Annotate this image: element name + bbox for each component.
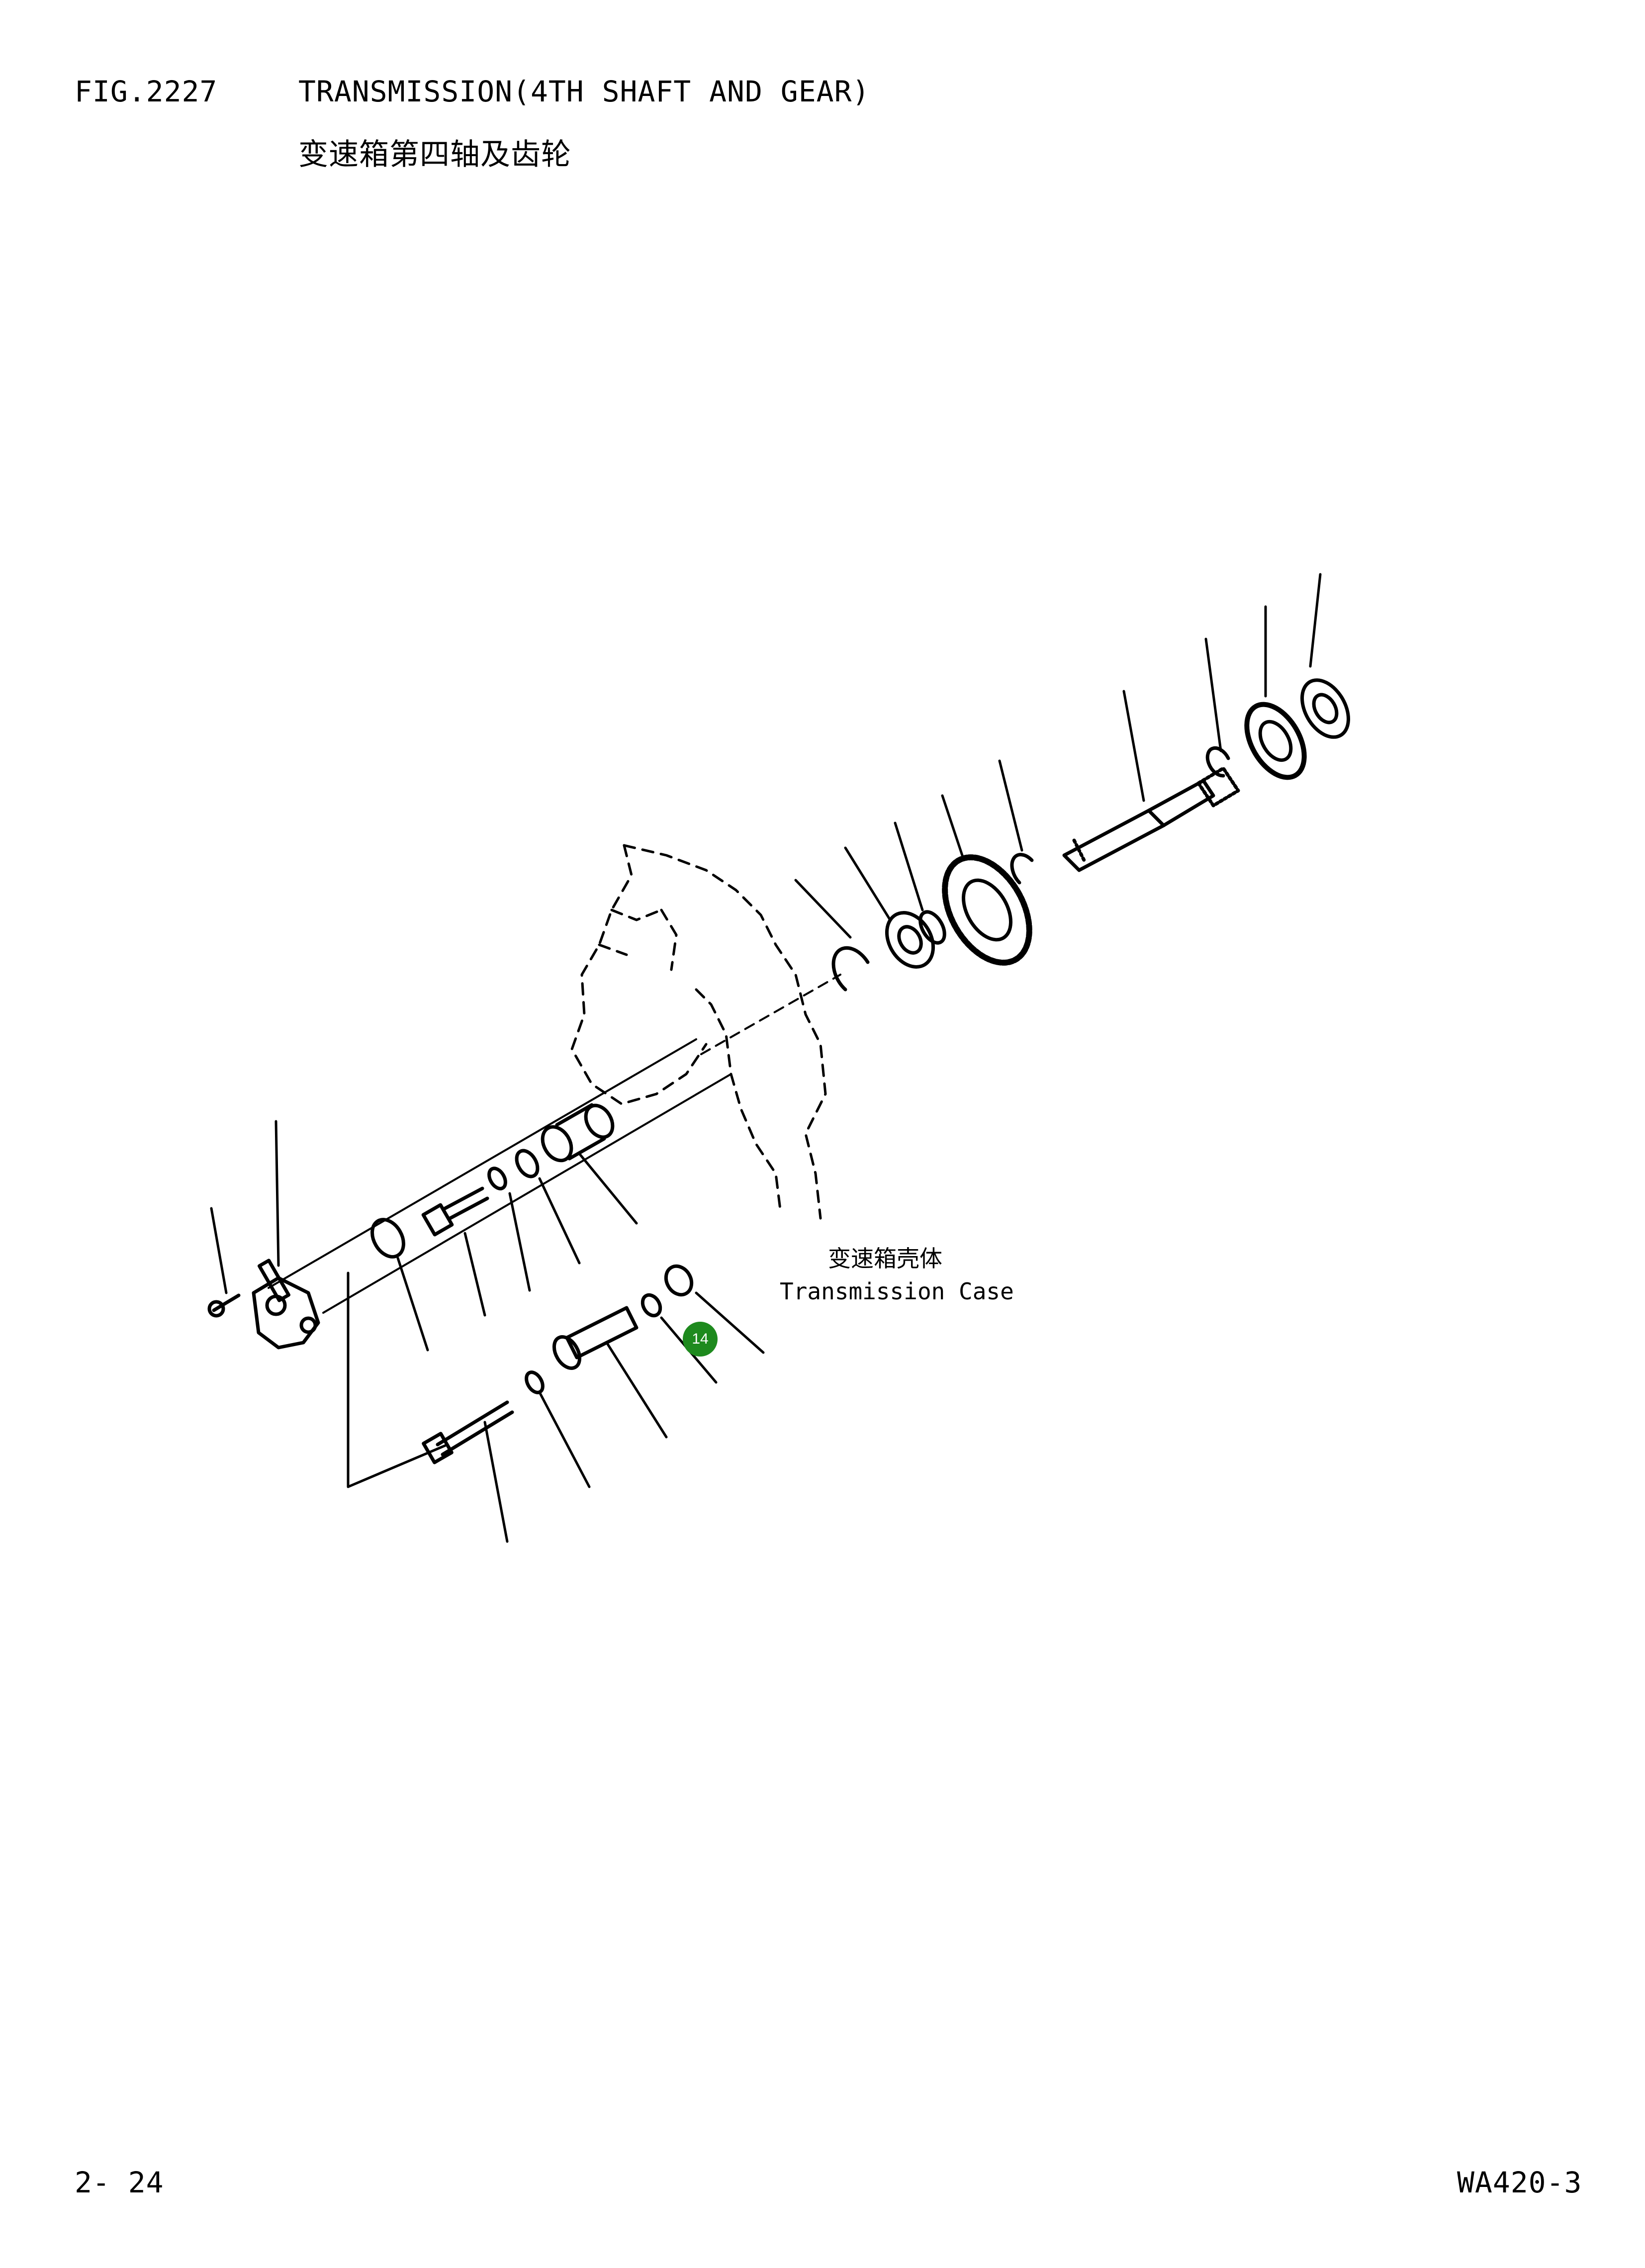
- gear-upper: [1244, 702, 1307, 780]
- end-cover: [252, 1259, 320, 1350]
- page-number: 2- 24: [75, 2166, 164, 2199]
- fourth-shaft: [1062, 779, 1215, 872]
- model-number: WA420-3: [1457, 2166, 1582, 2199]
- circlip: [831, 946, 870, 992]
- bolt: [421, 1186, 489, 1237]
- transmission-case-outline: [570, 844, 827, 1220]
- case-label-chinese: 变速箱壳体: [828, 1245, 942, 1272]
- shaft-axis: [268, 974, 841, 1314]
- o-ring: [370, 1218, 405, 1259]
- snap-ring: [918, 910, 946, 945]
- bearing-upper: [1300, 678, 1350, 739]
- case-label-english: Transmission Case: [780, 1278, 1014, 1305]
- washer-small: [640, 1293, 662, 1318]
- gear-large: [942, 854, 1032, 966]
- figure-title-english: TRANSMISSION(4TH SHAFT AND GEAR): [298, 75, 870, 108]
- bearing: [885, 911, 935, 969]
- circlip: [1010, 853, 1034, 885]
- valve-body: [552, 1306, 639, 1370]
- washer: [487, 1167, 507, 1190]
- stud-bolt: [422, 1400, 514, 1464]
- cover-bolt: [207, 1293, 241, 1318]
- o-ring-small: [525, 1370, 545, 1394]
- plug: [664, 1264, 694, 1297]
- sleeve: [541, 1103, 615, 1163]
- snap-ring: [1205, 746, 1230, 778]
- figure-title-chinese: 变速箱第四轴及齿轮: [298, 137, 571, 172]
- leader-lines: [210, 573, 1322, 1543]
- callout-badge-14[interactable]: 14: [683, 1322, 718, 1357]
- figure-number: FIG.2227: [75, 75, 218, 108]
- washer: [515, 1149, 540, 1179]
